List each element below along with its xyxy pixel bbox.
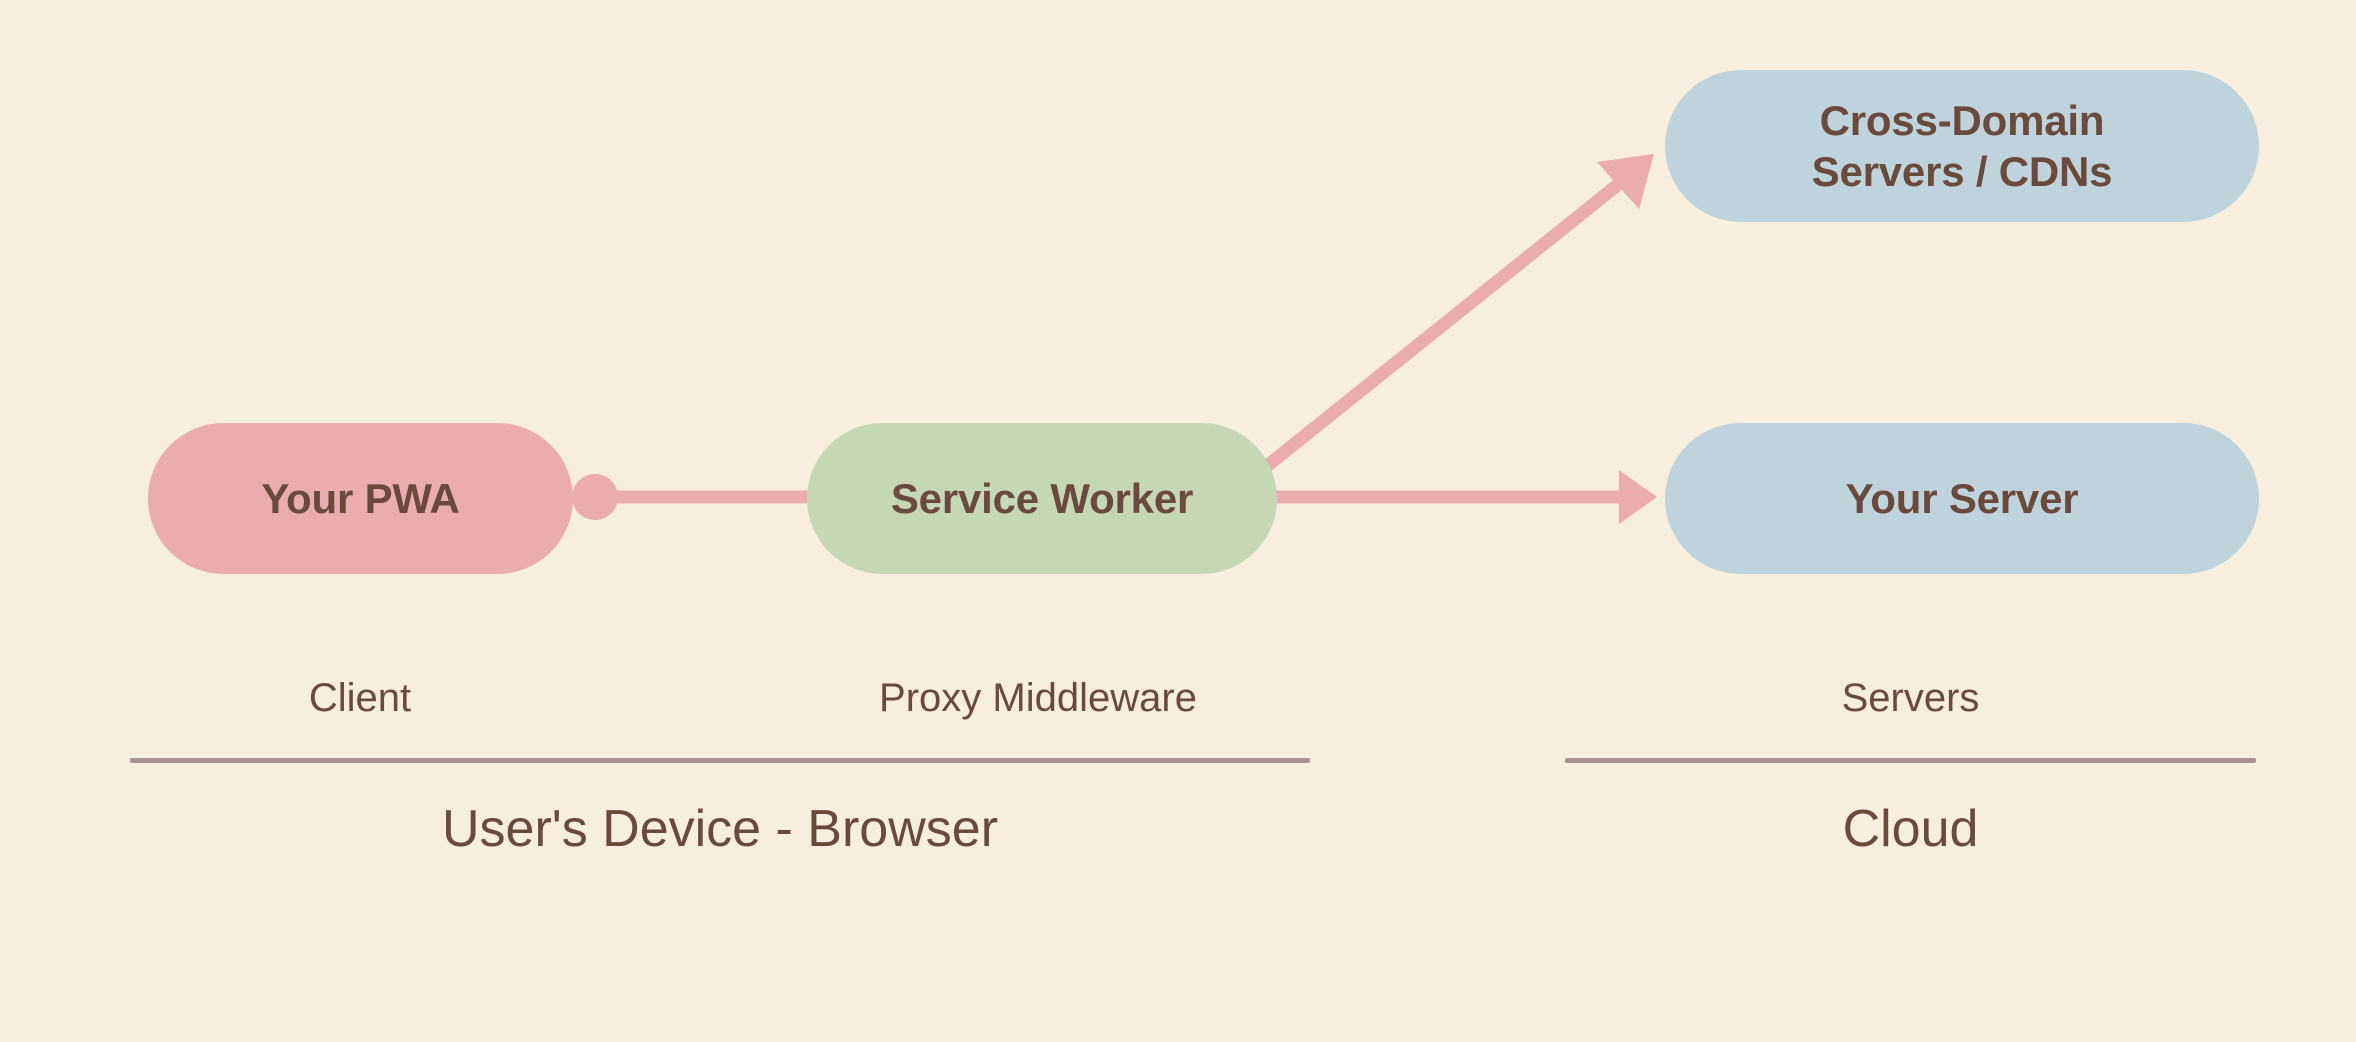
zone-title: Cloud — [1842, 800, 1979, 858]
zone-sublabel-servers: Servers — [1841, 676, 1980, 720]
connector-line — [1257, 177, 1625, 476]
zone-cloud: Servers Cloud — [1565, 678, 2256, 855]
zone-title: User's Device - Browser — [441, 800, 999, 858]
node-label: Your PWA — [261, 474, 460, 522]
connector-pwa-to-service-worker — [572, 474, 830, 520]
node-label: Service Worker — [890, 474, 1194, 522]
connector-start-dot-icon — [572, 474, 618, 520]
zone-divider-rule — [130, 758, 1310, 763]
node-service-worker[interactable]: Service Worker — [807, 423, 1277, 574]
connector-service-worker-to-your-server — [1258, 470, 1657, 524]
connector-service-worker-to-cross-domain — [1257, 154, 1654, 476]
zone-sublabel-proxy-middleware: Proxy Middleware — [879, 676, 1197, 720]
node-label: Cross-Domain Servers / CDNs — [1811, 96, 2113, 195]
zone-divider-rule — [1565, 758, 2256, 763]
node-your-pwa[interactable]: Your PWA — [148, 423, 573, 574]
node-cross-domain-servers-cdns[interactable]: Cross-Domain Servers / CDNs — [1665, 70, 2259, 222]
zone-sublabel-row: Servers — [1565, 678, 2256, 734]
node-label: Your Server — [1845, 474, 2079, 522]
zone-sublabel-client: Client — [308, 676, 412, 720]
arrowhead-icon — [1619, 470, 1657, 524]
zone-users-device-browser: Client Proxy Middleware User's Device - … — [130, 678, 1310, 855]
node-your-server[interactable]: Your Server — [1665, 423, 2259, 574]
zone-sublabel-row: Client Proxy Middleware — [130, 678, 1310, 734]
arrowhead-icon — [1597, 154, 1654, 209]
